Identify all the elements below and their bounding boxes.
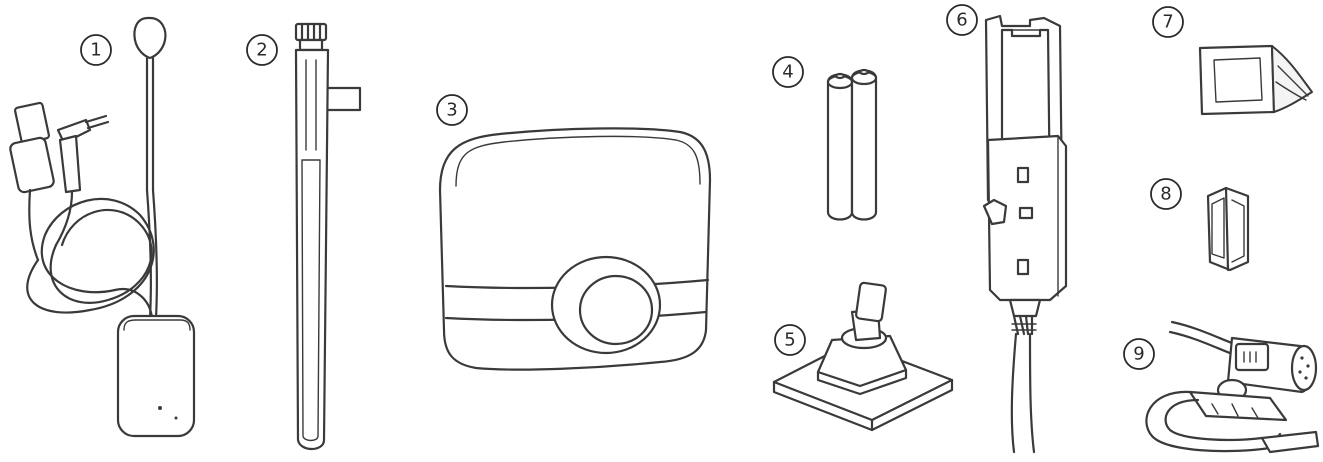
item-9-microphone-clip bbox=[1145, 320, 1320, 454]
item-3-display-unit bbox=[438, 127, 712, 371]
badge-9-number: 9 bbox=[1133, 344, 1144, 365]
badge-9: 9 bbox=[1123, 338, 1155, 370]
badge-5-number: 5 bbox=[784, 330, 795, 351]
badge-7-number: 7 bbox=[1162, 12, 1173, 33]
badge-2: 2 bbox=[246, 34, 278, 66]
badge-2-number: 2 bbox=[256, 40, 267, 61]
badge-7: 7 bbox=[1152, 6, 1184, 38]
item-2-flat-ribbon-cable bbox=[294, 22, 362, 451]
item-6-harness-clip bbox=[982, 14, 1068, 454]
item-5-adhesive-mount bbox=[772, 281, 954, 432]
badge-6: 6 bbox=[946, 4, 978, 36]
badge-6-number: 6 bbox=[956, 10, 967, 31]
badge-4: 4 bbox=[772, 56, 804, 88]
badge-3-number: 3 bbox=[446, 100, 457, 121]
badge-3: 3 bbox=[436, 94, 468, 126]
item-8-small-clip bbox=[1206, 186, 1250, 272]
item-1-usb-receiver-cable bbox=[9, 16, 196, 438]
item-7-adhesive-pad bbox=[1198, 44, 1313, 116]
badge-8-number: 8 bbox=[1160, 184, 1171, 205]
badge-5: 5 bbox=[774, 324, 806, 356]
badge-1-number: 1 bbox=[90, 40, 101, 61]
badge-8: 8 bbox=[1150, 178, 1182, 210]
badge-1: 1 bbox=[80, 34, 112, 66]
badge-4-number: 4 bbox=[782, 62, 793, 83]
item-4-batteries bbox=[826, 68, 878, 221]
